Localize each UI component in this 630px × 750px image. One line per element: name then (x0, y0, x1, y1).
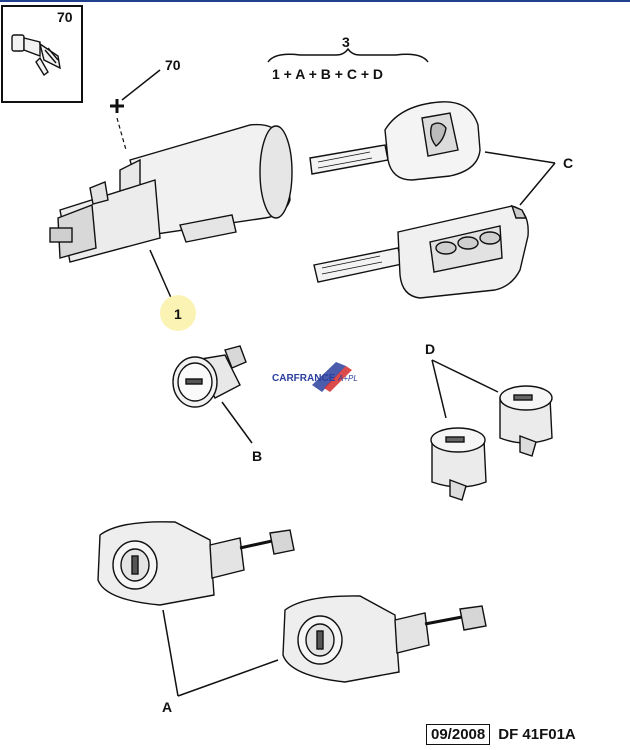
inset-box: 70 (1, 5, 83, 103)
watermark-text: CARFRANCE (272, 373, 336, 384)
doorlocks-ref-label: A (162, 699, 172, 715)
footer-date: 09/2008 (426, 724, 491, 745)
tumbler-ref-label: B (252, 448, 262, 464)
screw-ref-label: 70 (165, 57, 181, 73)
assembly-callout: 3 1 + A + B + C + D (267, 34, 429, 82)
cap-left-icon (430, 427, 487, 501)
inset-ref-label: 70 (57, 9, 73, 25)
plus-marker-icon (110, 99, 124, 113)
remote-button-1 (435, 241, 457, 255)
cap-right-icon (499, 385, 553, 457)
tumbler-icon (172, 345, 247, 408)
footer-code: DF 41F01A (498, 726, 576, 743)
assembly-formula: 1 + A + B + C + D (272, 66, 383, 82)
watermark-flag-icon (312, 362, 346, 392)
screw-icon (11, 34, 61, 77)
callout-1: 1 (149, 249, 196, 331)
keys-ref-label: C (563, 155, 573, 171)
ignition-lock (49, 123, 293, 263)
callout-d (431, 359, 499, 419)
top-rule (0, 0, 630, 2)
remote-button-2 (457, 236, 479, 250)
highlight-circle (160, 295, 196, 331)
remote-key-icon (313, 204, 529, 299)
watermark-suffix: A+PL (337, 374, 358, 383)
callout-70: 70 (110, 57, 181, 151)
callout-a (162, 609, 279, 697)
door-lock-right-icon (282, 595, 487, 683)
fixed-key-icon (309, 101, 481, 181)
footer: 09/2008 DF 41F01A (426, 724, 576, 745)
ignition-ref-label: 1 (174, 306, 182, 322)
watermark: CARFRANCE A+PL (272, 362, 358, 392)
callout-c (484, 151, 556, 206)
caps-ref-label: D (425, 341, 435, 357)
door-lock-left-icon (97, 521, 295, 606)
remote-button-3 (479, 231, 501, 245)
assembly-ref-label: 3 (342, 34, 350, 50)
